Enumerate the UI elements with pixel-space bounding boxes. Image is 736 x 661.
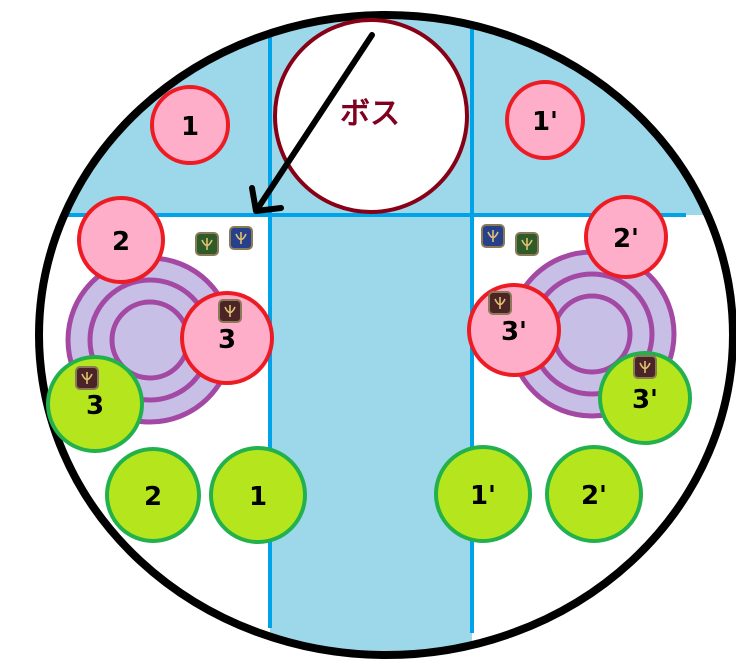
tank-job-icon: [481, 224, 505, 248]
green-marker-circle: [598, 351, 692, 445]
pink-marker-circle: [505, 80, 585, 160]
healer-job-icon: [195, 232, 219, 256]
green-marker-2: 2: [105, 447, 201, 543]
pink-marker-label: 2': [613, 224, 639, 254]
pink-marker-label: 2: [112, 227, 130, 257]
green-marker-3p: 3': [598, 351, 692, 445]
green-marker-label: 3: [86, 391, 104, 421]
arena-border: [35, 11, 736, 659]
green-marker-label: 3': [632, 385, 658, 415]
green-marker-1: 1: [209, 446, 307, 544]
green-marker-circle: [209, 446, 307, 544]
pink-marker-label: 1': [532, 107, 558, 137]
boss-circle: [273, 18, 469, 214]
pink-marker-3p: 3': [467, 283, 561, 377]
pink-marker-1p: 1': [505, 80, 585, 160]
pink-marker-label: 3: [218, 325, 236, 355]
pink-marker-3: 3: [180, 291, 274, 385]
green-marker-circle: [545, 445, 643, 543]
pink-marker-2: 2: [77, 196, 165, 284]
green-marker-label: 2: [144, 482, 162, 512]
pink-marker-circle: [584, 195, 668, 279]
green-marker-label: 1: [249, 482, 267, 512]
center-lane-zone: [270, 215, 472, 655]
dps-job-icon: [633, 355, 657, 379]
pink-marker-circle: [150, 85, 230, 165]
dps-job-icon: [488, 291, 512, 315]
pink-marker-circle: [180, 291, 274, 385]
green-marker-3: 3: [46, 355, 144, 453]
green-marker-circle: [46, 355, 144, 453]
green-marker-1p: 1': [434, 445, 532, 543]
pink-marker-circle: [77, 196, 165, 284]
pink-marker-label: 3': [501, 317, 527, 347]
dps-job-icon: [218, 299, 242, 323]
tank-job-icon: [229, 226, 253, 250]
pink-marker-2p: 2': [584, 195, 668, 279]
dps-job-icon: [75, 366, 99, 390]
pink-marker-label: 1: [181, 112, 199, 142]
green-marker-2p: 2': [545, 445, 643, 543]
pink-marker-1: 1: [150, 85, 230, 165]
green-marker-circle: [105, 447, 201, 543]
green-marker-label: 2': [581, 481, 607, 511]
boss-arrow: [249, 32, 375, 214]
healer-job-icon: [515, 232, 539, 256]
green-marker-circle: [434, 445, 532, 543]
green-marker-label: 1': [470, 481, 496, 511]
boss-label: ボス: [340, 97, 400, 132]
